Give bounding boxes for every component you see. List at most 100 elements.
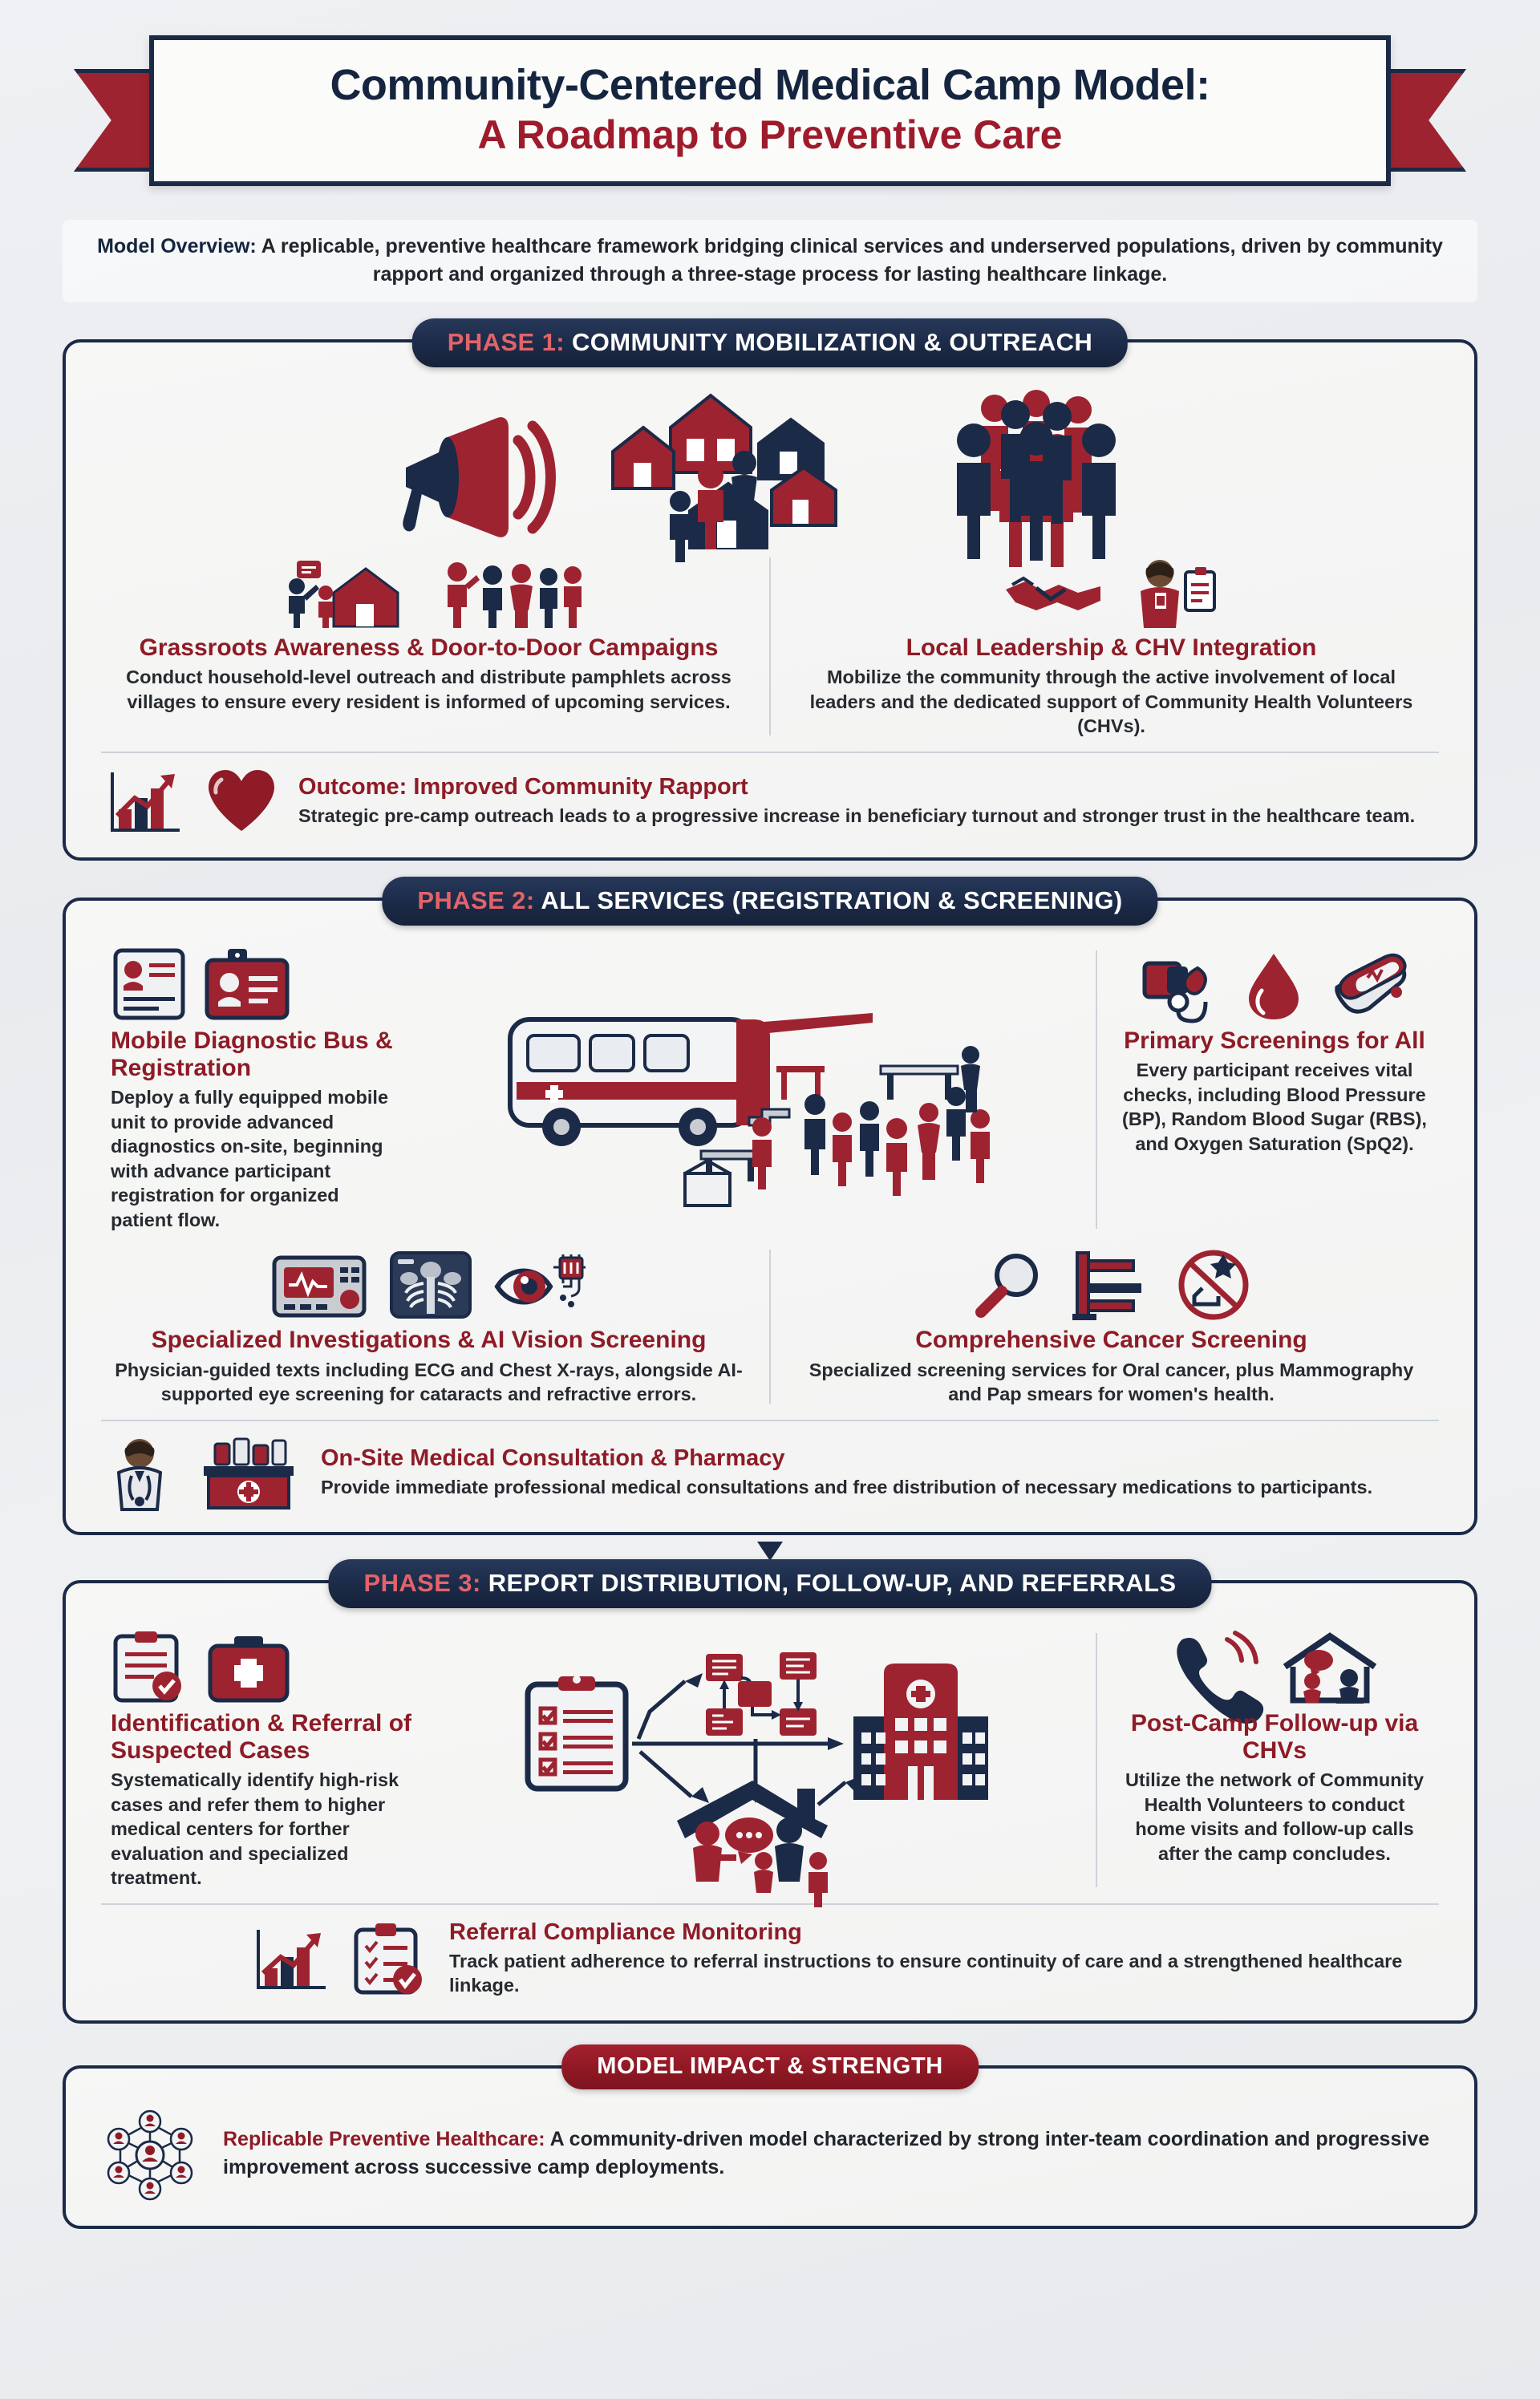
medical-kit-icon — [207, 1633, 290, 1704]
phase-2-left2-icons — [111, 1246, 747, 1320]
phase-1-title: COMMUNITY MOBILIZATION & OUTREACH — [564, 328, 1093, 356]
phase-1-horizontal-divider — [101, 751, 1439, 753]
phase-1-illustration — [93, 389, 1447, 567]
title-banner: Community-Centered Medical Camp Model: A… — [27, 21, 1513, 207]
phase-3-title: REPORT DISTRIBUTION, FOLLOW-UP, AND REFE… — [480, 1568, 1177, 1597]
phase-2-to-3-connector — [27, 1538, 1513, 1562]
phase-2-left-icons — [111, 947, 396, 1021]
phase-3-columns: Identification & Referral of Suspected C… — [93, 1630, 1447, 1908]
phase-2-left2-title: Specialized Investigations & AI Vision S… — [151, 1327, 707, 1354]
phase-2-left-desc: Deploy a fully equipped mobile unit to p… — [111, 1087, 389, 1230]
heart-icon — [205, 768, 278, 834]
phase-2-left2-desc: Physician-guided texts including ECG and… — [115, 1359, 743, 1405]
phase-1-outcome-text: Outcome: Improved Community Rapport Stra… — [298, 774, 1415, 829]
handshake-icon — [1001, 564, 1105, 628]
phase-1-left-card: Grassroots Awareness & Door-to-Door Camp… — [93, 554, 764, 739]
ecg-monitor-icon — [271, 1253, 367, 1320]
pharmacy-counter-icon — [197, 1436, 300, 1510]
referral-checklist-icon — [111, 1630, 188, 1704]
phase-2-right2-icons — [793, 1246, 1429, 1321]
phase-2-columns-bottom: Specialized Investigations & AI Vision S… — [93, 1246, 1447, 1406]
title-plate: Community-Centered Medical Camp Model: A… — [149, 35, 1391, 187]
phase-3-right-icons — [1120, 1630, 1429, 1724]
magnifier-icon — [971, 1251, 1048, 1320]
model-overview-text: A replicable, preventive healthcare fram… — [256, 235, 1443, 286]
phase-3-outcome-text: Referral Compliance Monitoring Track pat… — [449, 1919, 1433, 1998]
phase-2-body: Mobile Diagnostic Bus & Registration Dep… — [63, 897, 1477, 1535]
phase-1-right-card: Local Leadership & CHV Integration Mobil… — [776, 554, 1447, 739]
phase-1-outcome-desc: Strategic pre-camp outreach leads to a p… — [298, 805, 1416, 827]
phase-3-left-icons — [111, 1630, 428, 1704]
impact-body: Replicable Preventive Healthcare: A comm… — [63, 2065, 1477, 2230]
megaphone-icon — [391, 405, 560, 549]
page-title-line1: Community-Centered Medical Camp Model: — [330, 61, 1210, 109]
phase-3-section: PHASE 3: REPORT DISTRIBUTION, FOLLOW-UP,… — [63, 1558, 1477, 2024]
phase-3-right-title: Post-Camp Follow-up via CHVs — [1130, 1709, 1419, 1764]
phase-1-number: PHASE 1: — [447, 328, 565, 356]
phase-1-section: PHASE 1: COMMUNITY MOBILIZATION & OUTREA… — [63, 318, 1477, 861]
compliance-chart-icon — [253, 1925, 330, 1992]
phase-1-right-desc: Mobilize the community through the activ… — [809, 667, 1413, 737]
phase-1-right-icons — [793, 554, 1429, 628]
mammography-machine-icon — [1069, 1250, 1154, 1321]
phase-2-outcome-title: On-Site Medical Consultation & Pharmacy — [321, 1445, 785, 1471]
people-group-icon — [441, 559, 582, 628]
blood-drop-icon — [1246, 950, 1302, 1021]
volunteer-house-icon — [276, 559, 420, 628]
network-nodes-icon — [98, 2105, 202, 2202]
phase-2-header: PHASE 2: ALL SERVICES (REGISTRATION & SC… — [382, 876, 1158, 926]
impact-header-label: MODEL IMPACT & STRENGTH — [597, 2053, 943, 2080]
phase-1-columns: Grassroots Awareness & Door-to-Door Camp… — [93, 554, 1447, 739]
phase-2-outcome-desc: Provide immediate professional medical c… — [321, 1477, 1373, 1498]
model-overview-label: Model Overview: — [97, 235, 257, 257]
phase-2-left-card: Mobile Diagnostic Bus & Registration Dep… — [93, 947, 414, 1233]
home-visit-icon — [1279, 1631, 1381, 1704]
phase-2-section: PHASE 2: ALL SERVICES (REGISTRATION & SC… — [63, 876, 1477, 1535]
phase-2-right2-desc: Specialized screening services for Oral … — [808, 1359, 1414, 1405]
id-card-icon — [204, 947, 290, 1021]
registration-form-icon — [111, 947, 188, 1021]
phase-3-vertical-divider — [1096, 1632, 1097, 1887]
phase-2-vertical-divider — [1096, 950, 1097, 1230]
impact-label: Replicable Preventive Healthcare: — [223, 2128, 545, 2151]
phase-2-right-icons — [1120, 947, 1429, 1023]
pulse-oximeter-icon — [1323, 950, 1411, 1021]
phase-3-outcome: Referral Compliance Monitoring Track pat… — [93, 1916, 1447, 2000]
chest-xray-icon — [388, 1250, 473, 1320]
phase-3-left-title: Identification & Referral of Suspected C… — [111, 1709, 412, 1764]
ai-eye-screening-icon — [493, 1251, 587, 1320]
impact-statement: Replicable Preventive Healthcare: A comm… — [223, 2125, 1442, 2182]
phase-2-outcome: On-Site Medical Consultation & Pharmacy … — [93, 1433, 1447, 1511]
phase-2-right2-title: Comprehensive Cancer Screening — [915, 1327, 1307, 1354]
phase-2-title: ALL SERVICES (REGISTRATION & SCREENING) — [534, 885, 1123, 914]
phase-2-number: PHASE 2: — [417, 885, 535, 914]
phase-2-vertical-divider-2 — [769, 1250, 771, 1404]
mobile-bus-illustration — [414, 947, 1091, 1233]
doctor-icon — [107, 1436, 176, 1511]
compliance-clipboard-icon — [351, 1922, 428, 1996]
page-title-line2: A Roadmap to Preventive Care — [477, 112, 1063, 158]
phase-2-columns-top: Mobile Diagnostic Bus & Registration Dep… — [93, 947, 1447, 1233]
infographic-page: Community-Centered Medical Camp Model: A… — [0, 21, 1540, 2399]
phase-1-outcome: Outcome: Improved Community Rapport Stra… — [93, 764, 1447, 837]
phase-1-left-desc: Conduct household-level outreach and dis… — [126, 667, 732, 712]
phase-2-right-card: Primary Screenings for All Every partici… — [1102, 947, 1447, 1233]
phase-3-outcome-title: Referral Compliance Monitoring — [449, 1919, 802, 1945]
growth-chart-icon — [107, 768, 184, 835]
phase-1-left-icons — [111, 554, 747, 628]
phase-3-header: PHASE 3: REPORT DISTRIBUTION, FOLLOW-UP,… — [328, 1558, 1212, 1608]
phase-3-right-card: Post-Camp Follow-up via CHVs Utilize the… — [1102, 1630, 1447, 1890]
phase-3-number: PHASE 3: — [363, 1568, 481, 1597]
phase-3-outcome-desc: Track patient adherence to referral inst… — [449, 1950, 1403, 1996]
phone-call-icon — [1168, 1630, 1264, 1724]
phase-3-horizontal-divider — [101, 1903, 1439, 1905]
referral-flow-illustration — [446, 1630, 1091, 1908]
phase-2-horizontal-divider — [101, 1419, 1439, 1421]
phase-1-right-title: Local Leadership & CHV Integration — [906, 634, 1317, 661]
phase-1-body: Grassroots Awareness & Door-to-Door Camp… — [63, 339, 1477, 861]
phase-2-left-title: Mobile Diagnostic Bus & Registration — [111, 1027, 393, 1082]
phase-1-outcome-title: Outcome: Improved Community Rapport — [298, 774, 748, 800]
model-overview: Model Overview: A replicable, preventive… — [63, 220, 1477, 302]
phase-3-body: Identification & Referral of Suspected C… — [63, 1579, 1477, 2024]
blood-pressure-cuff-icon — [1138, 950, 1225, 1023]
